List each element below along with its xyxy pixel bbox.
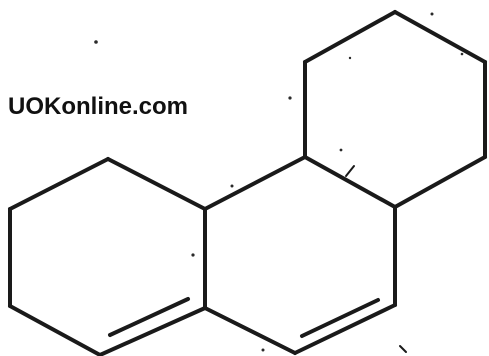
speck <box>191 253 195 257</box>
bond <box>293 303 397 355</box>
bond <box>393 155 487 209</box>
scan-specks <box>94 12 464 353</box>
speck <box>288 96 292 100</box>
speck <box>460 52 464 56</box>
speck <box>230 184 234 188</box>
double-bond-line <box>300 298 380 338</box>
speck <box>94 40 98 44</box>
double-bond-line <box>108 297 190 337</box>
bond <box>203 155 307 211</box>
speck <box>261 348 265 352</box>
bond <box>98 306 207 356</box>
bond <box>106 157 207 211</box>
speck <box>339 148 343 152</box>
speck <box>348 56 352 60</box>
bond <box>8 157 110 211</box>
ring-top-right <box>303 10 487 209</box>
bond <box>8 304 102 356</box>
bond <box>203 306 297 355</box>
speck <box>430 12 434 16</box>
speck-stroke <box>345 165 355 177</box>
bond <box>303 155 397 209</box>
bond <box>393 10 487 64</box>
ring-center <box>203 155 397 355</box>
watermark-text: UOKonline.com <box>8 93 189 120</box>
bond <box>303 10 397 64</box>
speck-stroke <box>399 345 407 353</box>
ring-left <box>8 157 207 356</box>
